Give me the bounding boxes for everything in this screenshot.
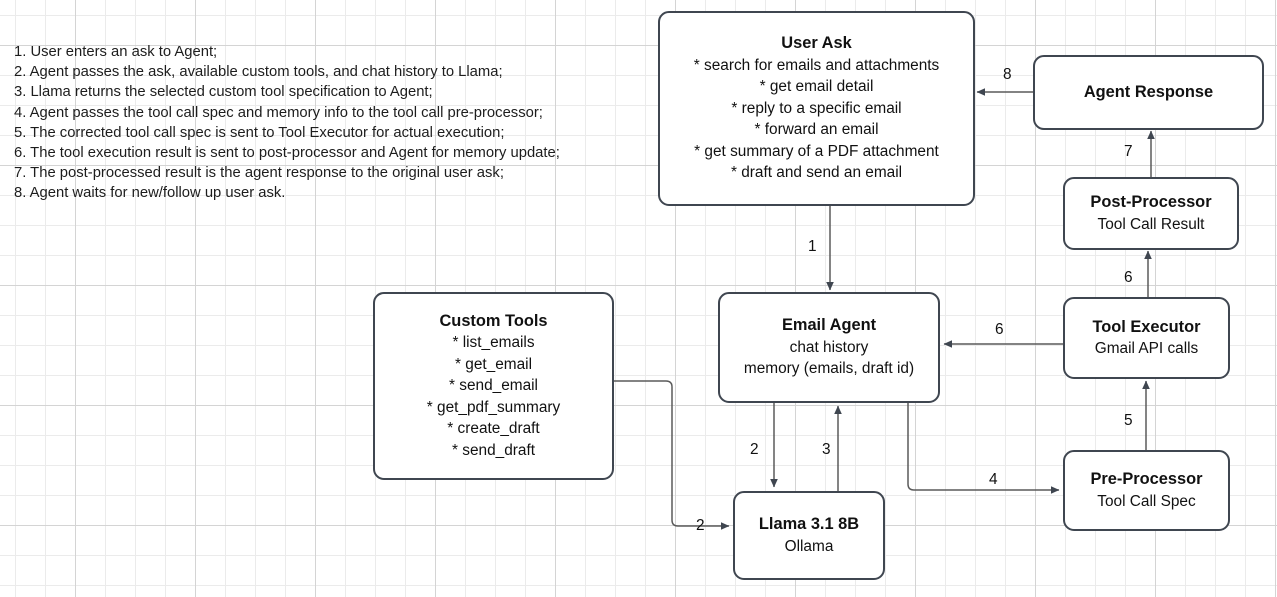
node-email-agent[interactable]: Email Agent chat history memory (emails,… — [718, 292, 940, 403]
edge-label-5: 5 — [1124, 412, 1133, 429]
node-email-agent-line-1: chat history — [789, 338, 869, 356]
legend-step-3: 3. Llama returns the selected custom too… — [14, 84, 433, 101]
node-pre-processor-subtitle: Tool Call Spec — [1097, 492, 1196, 510]
node-agent-response-title: Agent Response — [1083, 82, 1214, 101]
node-user-ask-line-6: * draft and send an email — [730, 164, 903, 182]
node-agent-response[interactable]: Agent Response — [1033, 55, 1264, 130]
edge-label-6-post: 6 — [1124, 269, 1133, 286]
edge-label-7: 7 — [1124, 143, 1133, 160]
node-user-ask-line-2: * get email detail — [759, 78, 874, 96]
node-tool-executor-title: Tool Executor — [1092, 317, 1201, 336]
legend-steps-list: 1. User enters an ask to Agent; 2. Agent… — [14, 42, 560, 204]
node-tool-executor-subtitle: Gmail API calls — [1094, 340, 1199, 357]
legend-step-7: 7. The post-processed result is the agen… — [14, 165, 504, 182]
node-custom-tools-line-5: * create_draft — [447, 420, 540, 438]
legend-step-8: 8. Agent waits for new/follow up user as… — [14, 185, 286, 202]
edge-label-6-agent: 6 — [995, 321, 1004, 338]
node-user-ask[interactable]: User Ask * search for emails and attachm… — [658, 11, 975, 206]
legend-step-4: 4. Agent passes the tool call spec and m… — [14, 104, 543, 121]
edge-label-8: 8 — [1003, 66, 1012, 83]
legend-step-5: 5. The corrected tool call spec is sent … — [14, 124, 505, 141]
node-user-ask-line-1: * search for emails and attachments — [693, 56, 940, 74]
node-post-processor-subtitle: Tool Call Result — [1097, 215, 1205, 233]
node-pre-processor[interactable]: Pre-Processor Tool Call Spec — [1063, 450, 1230, 531]
legend-step-6: 6. The tool execution result is sent to … — [14, 145, 560, 162]
edge-2-customtools-to-llama — [614, 380, 730, 530]
node-user-ask-title: User Ask — [781, 34, 852, 53]
node-user-ask-line-5: * get summary of a PDF attachment — [694, 142, 939, 160]
node-custom-tools-line-6: * send_draft — [452, 441, 535, 459]
node-email-agent-line-2: memory (emails, draft id) — [743, 360, 915, 378]
node-llama-title: Llama 3.1 8B — [758, 515, 860, 533]
legend-step-2: 2. Agent passes the ask, available custo… — [14, 64, 503, 81]
edge-label-1: 1 — [808, 238, 817, 255]
node-custom-tools-line-3: * send_email — [449, 377, 538, 395]
node-custom-tools-line-1: * list_emails — [452, 334, 535, 352]
edge-4-emailagent-to-preprocessor — [907, 402, 1060, 494]
node-pre-processor-title: Pre-Processor — [1090, 470, 1203, 488]
node-llama-subtitle: Ollama — [784, 537, 834, 555]
legend-step-1: 1. User enters an ask to Agent; — [14, 44, 218, 60]
node-email-agent-title: Email Agent — [781, 316, 877, 335]
edge-label-3: 3 — [822, 441, 831, 458]
node-tool-executor[interactable]: Tool Executor Gmail API calls — [1063, 297, 1230, 379]
node-post-processor-title: Post-Processor — [1090, 193, 1212, 211]
node-custom-tools-line-2: * get_email — [455, 355, 532, 373]
node-post-processor[interactable]: Post-Processor Tool Call Result — [1063, 177, 1239, 250]
edge-label-4: 4 — [989, 471, 998, 488]
edge-label-2-agent: 2 — [750, 441, 759, 458]
node-custom-tools-title: Custom Tools — [439, 311, 548, 330]
edge-label-2-tools: 2 — [696, 517, 705, 534]
node-user-ask-line-4: * forward an email — [754, 121, 879, 139]
node-custom-tools-line-4: * get_pdf_summary — [426, 398, 561, 416]
node-user-ask-line-3: * reply to a specific email — [731, 99, 902, 117]
node-custom-tools[interactable]: Custom Tools * list_emails * get_email *… — [373, 292, 614, 480]
node-llama[interactable]: Llama 3.1 8B Ollama — [733, 491, 885, 580]
